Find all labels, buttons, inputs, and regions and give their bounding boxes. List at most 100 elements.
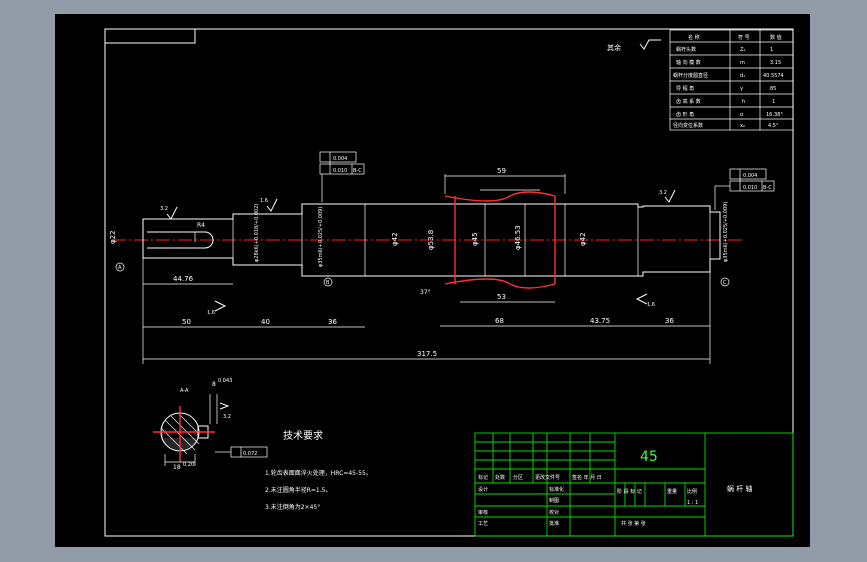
roughness-icon [266, 198, 278, 212]
worm-teeth [444, 189, 556, 289]
rough-32a: 3.2 [160, 206, 168, 212]
title-block: 45 蜗 杆 轴 标记 处数 分区 更改文件号 签名 年 月 日 设计 标准化 … [474, 432, 794, 537]
drawing-sheet: 名 称 符 号 数 值 蜗杆头数 Z₁ 1 轴 向 模 数 m 3.15 蜗杆分… [55, 14, 810, 547]
rough-32b: 3.2 [659, 190, 667, 196]
dimension-lines [142, 174, 711, 364]
dim-68: 68 [495, 317, 504, 325]
tb-sheet-info: 共 张 第 张 [621, 520, 646, 527]
tb-stage-mark: 阶 段 标 记 [617, 488, 642, 495]
tb-process: 工艺 [478, 521, 488, 527]
param-table: 名 称 符 号 数 值 蜗杆头数 Z₁ 1 轴 向 模 数 m 3.15 蜗杆分… [669, 29, 794, 131]
tb-count: 处数 [495, 474, 505, 481]
section-label: A-A [180, 388, 189, 394]
note-item-3: 3.未注倒角为2×45° [265, 503, 320, 511]
title-material: 45 [640, 449, 658, 465]
param-row-value: 4.5° [768, 123, 779, 129]
roughness-icon [219, 402, 230, 410]
param-row-value: 40.5574 [763, 73, 784, 79]
roughness-icon [664, 189, 676, 203]
datum-circle-b [323, 277, 333, 287]
param-row-value: 1 [772, 99, 775, 105]
dim-53: 53 [497, 293, 506, 301]
section-tol-1: 0.043 [218, 378, 232, 384]
datum-circle-c [720, 277, 730, 287]
param-header-value: 数 值 [770, 34, 782, 41]
param-row-value: 85 [770, 86, 776, 92]
param-row-value: 3.15 [770, 60, 781, 66]
tb-checker: 审核 [478, 509, 488, 516]
tb-change-doc: 更改文件号 [535, 474, 560, 481]
tb-proof: 校对 [549, 509, 559, 516]
cad-drawing: 名 称 符 号 数 值 蜗杆头数 Z₁ 1 轴 向 模 数 m 3.15 蜗杆分… [104, 28, 794, 537]
param-header-symbol: 符 号 [738, 34, 750, 41]
section-rough: 3.2 [223, 414, 231, 420]
remainder-label: 其余 [607, 43, 621, 52]
tech-notes: 技术要求 1.轮齿表面面淬火处理，HRC=45-55。 2.未注圆角半径R=1.… [265, 429, 372, 511]
param-row-value: 16.38° [766, 112, 783, 118]
dim-d53-8: φ53.8 [427, 230, 435, 250]
dim-shaft3: φ35m6(+0.025/+0.009) [723, 202, 729, 262]
dim-44-76: 44.76 [173, 275, 194, 283]
dim-r4: R4 [197, 222, 205, 229]
tol-datum-1: B-C [353, 168, 362, 174]
param-row-symbol: d₁ [740, 73, 745, 79]
tol-value-4: 0.010 [743, 185, 757, 191]
tb-drawn: 制图 [549, 497, 559, 504]
dim-43-75: 43.75 [590, 317, 610, 325]
dim-50: 50 [182, 318, 191, 326]
section-tol-3: 0.072 [243, 451, 257, 457]
datum-b-label: B [326, 280, 330, 286]
note-item-2: 2.未注圆角半径R=1.5。 [265, 486, 331, 494]
param-row-symbol: α [740, 112, 744, 118]
shaft-outline [142, 203, 721, 277]
title-part-name: 蜗 杆 轴 [727, 484, 752, 493]
note-item-1: 1.轮齿表面面淬火处理，HRC=45-55。 [265, 469, 372, 477]
dim-d46-53: φ46.53 [514, 225, 522, 250]
tb-scale: 1 : 1 [687, 500, 698, 506]
tolerance-frame-left: 0.004 0.010 B-C [319, 151, 365, 202]
param-row-name: 齿 形 角 [676, 111, 694, 118]
param-row-symbol: γ [740, 86, 743, 92]
datum-a-label: A [118, 265, 122, 271]
tb-sign-date: 签名 年 月 日 [572, 474, 602, 481]
dim-d45: φ45 [471, 232, 479, 246]
tol-datum-2: B-C [763, 185, 772, 191]
section-dim-2: 18 [173, 464, 181, 471]
tb-weight: 重量 [667, 488, 677, 495]
tolerance-frame-right: 0.004 0.010 B-C [714, 168, 775, 210]
dim-total: 317.5 [417, 350, 437, 358]
dim-shaft2: φ35m6(+0.025/+0.009) [318, 207, 324, 267]
param-header-name: 名 称 [688, 34, 700, 41]
dim-40: 40 [261, 318, 270, 326]
section-view: A-A 8 0.043 3.2 18 0.20 0.072 [153, 378, 268, 471]
tb-designer: 设计 [478, 486, 488, 493]
corner-code-box [104, 28, 196, 44]
dim-59: 59 [497, 167, 506, 175]
notes-title: 技术要求 [283, 429, 323, 442]
param-row-symbol: x₂ [740, 123, 745, 129]
section-dim-1: 8 [212, 381, 216, 388]
rough-16a: 1.6 [260, 198, 268, 204]
tol-value-1: 0.004 [333, 156, 347, 162]
datum-c-label: C [723, 280, 727, 286]
param-row-value: 1 [770, 47, 773, 53]
roughness-icon [635, 293, 648, 305]
tb-mark: 标记 [478, 474, 488, 481]
tol-value-3: 0.004 [743, 173, 757, 179]
section-tol-2: 0.20 [183, 462, 194, 468]
dim-36a: 36 [328, 318, 337, 326]
param-row-name: 齿 高 系 数 [676, 98, 701, 105]
dim-d42b: φ42 [579, 232, 587, 246]
param-row-symbol: h [742, 99, 745, 105]
param-row-name: 蜗杆头数 [676, 46, 696, 53]
param-row-name: 径向变位系数 [673, 122, 703, 129]
rough-16c: 1.6 [647, 302, 655, 308]
tb-zone: 分区 [513, 474, 523, 481]
tb-approve: 批准 [549, 520, 559, 527]
tb-standardize: 标准化 [549, 486, 564, 493]
param-row-name: 导 程 角 [676, 85, 694, 92]
datum-circle-a [115, 262, 125, 272]
param-row-symbol: m [740, 60, 745, 66]
rough-16b: 1.6 [207, 310, 215, 316]
inner-frame [104, 28, 794, 537]
